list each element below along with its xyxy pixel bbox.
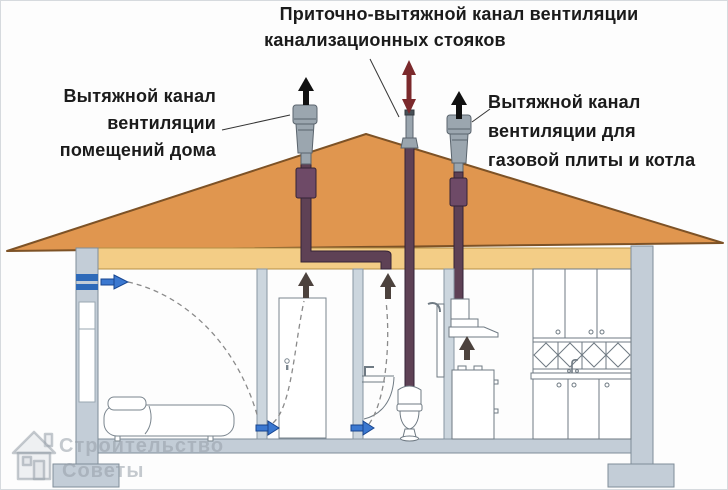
left-wall — [75, 247, 99, 467]
exhaust-up-arrow-left-icon — [298, 77, 314, 105]
left-label-line1: Вытяжной канал — [63, 86, 216, 106]
kitchen-cabinets — [530, 268, 632, 440]
left-footing — [52, 463, 120, 488]
left-label: Вытяжной канал вентиляции помещений дома — [1, 83, 216, 164]
interior-exhaust-arrow-icon — [380, 273, 396, 299]
exhaust-up-arrow-right-icon — [451, 91, 467, 119]
watermark-text-line2: Советы — [62, 460, 145, 482]
countertop — [530, 372, 632, 380]
label-leader-lines — [221, 58, 491, 131]
partition-wall-1 — [256, 268, 268, 440]
sink — [362, 366, 395, 420]
underdoor-flow-blue-arrow-icon — [350, 420, 375, 436]
sofa — [103, 396, 235, 442]
left-label-line3: помещений дома — [59, 140, 216, 160]
toilet — [396, 385, 423, 442]
supply-exhaust-double-arrow-icon — [402, 60, 416, 114]
right-label-line1: Вытяжной канал — [488, 92, 641, 112]
right-label-line3: газовой плиты и котла — [488, 150, 696, 170]
wall-air-inlet-vent — [76, 274, 98, 290]
left-label-line2: вентиляции — [107, 113, 216, 133]
range-hood — [448, 298, 499, 338]
water-heater — [427, 302, 445, 378]
roof — [6, 133, 724, 252]
diamond-tiles — [533, 342, 631, 368]
watermark-house-icon — [11, 430, 57, 481]
kitchen-faucet — [567, 359, 579, 373]
vent-cap-left — [292, 104, 318, 154]
stove-knob — [493, 379, 499, 385]
air-flow-dashed-lines — [127, 281, 389, 425]
watermark-text-line1: Строительство — [59, 435, 225, 457]
hood-exhaust-arrow-icon — [459, 336, 475, 360]
lower-cabinets — [532, 378, 632, 440]
interior-exhaust-arrow-icon — [298, 272, 314, 298]
vent-cap-right — [446, 114, 472, 164]
floor-slab — [97, 438, 632, 454]
right-label: Вытяжной канал вентиляции для газовой пл… — [488, 88, 695, 175]
top-label-line2: канализационных стояков — [264, 30, 506, 50]
top-label-line1: Приточно-вытяжной канал вентиляции — [279, 4, 639, 24]
right-footing — [607, 463, 675, 488]
right-label-line2: вентиляции для — [488, 121, 636, 141]
underdoor-flow-blue-arrow-icon — [255, 420, 280, 436]
gas-stove — [451, 365, 499, 440]
wall-window — [78, 301, 96, 403]
partition-wall-2 — [352, 268, 364, 440]
door-handle — [284, 358, 290, 364]
fresh-air-blue-arrow-icon — [100, 274, 130, 290]
pipe-coupling-left — [295, 167, 317, 199]
stove-knob — [493, 408, 499, 414]
upper-cabinets — [532, 268, 632, 339]
interior-door — [278, 297, 327, 439]
right-wall — [630, 245, 654, 465]
